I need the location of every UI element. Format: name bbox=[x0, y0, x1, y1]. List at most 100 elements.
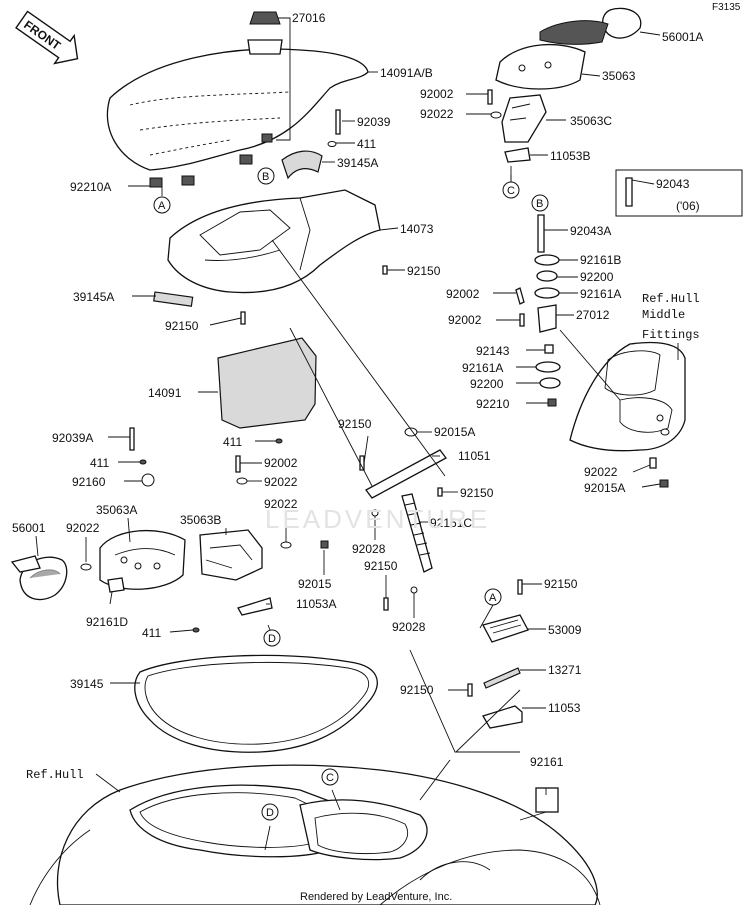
bolt-92002-r3 bbox=[519, 313, 525, 327]
label-92150-r2: 92150 bbox=[400, 683, 434, 697]
callout-c-2: C bbox=[321, 768, 339, 786]
label-56001: 56001 bbox=[12, 521, 46, 535]
bolt-92043 bbox=[625, 177, 633, 207]
label-92161b: 92161B bbox=[580, 253, 621, 267]
callout-d-1: D bbox=[263, 629, 281, 647]
collar-92143 bbox=[544, 344, 554, 354]
clip-92210a bbox=[149, 177, 163, 188]
svg-text:D: D bbox=[268, 633, 276, 645]
nut-92015 bbox=[320, 540, 329, 549]
label-92200-1: 92200 bbox=[580, 270, 614, 284]
label-92160: 92160 bbox=[72, 475, 106, 489]
bracket-35063c bbox=[501, 94, 547, 143]
label-92022-l: 92022 bbox=[66, 521, 100, 535]
washer-92200-1 bbox=[536, 270, 558, 282]
label-06: ('06) bbox=[676, 199, 700, 213]
label-92015a-c: 92015A bbox=[434, 425, 475, 439]
label-92200-2: 92200 bbox=[470, 377, 504, 391]
label-92015a-r: 92015A bbox=[584, 481, 625, 495]
label-39145a-top: 39145A bbox=[337, 156, 378, 170]
bolt-92039 bbox=[335, 109, 341, 135]
bolt-92002-c bbox=[235, 455, 241, 473]
handle-53009 bbox=[482, 614, 529, 643]
bolt-92150-r bbox=[517, 579, 523, 595]
bolt-92150-1 bbox=[382, 265, 388, 275]
label-411-b: 411 bbox=[223, 435, 242, 449]
cap-27016 bbox=[247, 11, 283, 55]
label-92002-r1: 92002 bbox=[420, 87, 454, 101]
watermark: LEADVENTURE bbox=[265, 504, 490, 534]
label-11053: 11053 bbox=[548, 701, 581, 715]
seal-39145a-left bbox=[153, 291, 194, 307]
damper-92161c bbox=[401, 493, 433, 573]
label-35063: 35063 bbox=[602, 69, 636, 83]
callout-d-2: D bbox=[261, 803, 279, 821]
label-35063b: 35063B bbox=[180, 513, 221, 527]
figure-code: F3135 bbox=[712, 2, 741, 13]
washer-92200-2 bbox=[539, 377, 561, 389]
label-92161: 92161 bbox=[530, 755, 564, 769]
hull-middle-fittings bbox=[569, 341, 686, 452]
bracket-11053 bbox=[482, 705, 523, 729]
label-411-c: 411 bbox=[90, 456, 109, 470]
svg-text:A: A bbox=[489, 592, 497, 604]
svg-text:D: D bbox=[266, 807, 274, 819]
label-27012: 27012 bbox=[576, 308, 610, 322]
washer-92161b bbox=[534, 254, 560, 266]
label-92150-c2: 92150 bbox=[460, 486, 494, 500]
ref-hull-middle-2: Middle bbox=[642, 308, 685, 322]
bolt-92043a bbox=[537, 214, 545, 253]
label-92022-r: 92022 bbox=[420, 107, 454, 121]
bolt-92002-r2 bbox=[515, 287, 525, 305]
panel-14091 bbox=[217, 337, 317, 429]
washer-92022-c2 bbox=[280, 541, 292, 549]
label-92043: 92043 bbox=[656, 177, 690, 191]
label-92022-c1: 92022 bbox=[264, 475, 298, 489]
spacer-92161d bbox=[107, 577, 125, 593]
label-11051: 11051 bbox=[458, 449, 491, 463]
label-92043a: 92043A bbox=[570, 224, 611, 238]
svg-text:B: B bbox=[262, 171, 269, 183]
washer-411-d bbox=[192, 627, 200, 633]
mirror-56001a bbox=[539, 7, 642, 45]
footer-credit: Rendered by LeadVenture, Inc. bbox=[300, 891, 452, 903]
label-92150-c3: 92150 bbox=[364, 559, 398, 573]
bracket-35063b bbox=[199, 529, 263, 581]
label-92161 bbox=[535, 787, 559, 813]
washer-411 bbox=[327, 141, 337, 147]
label-92028-2: 92028 bbox=[392, 620, 426, 634]
washer-411-b bbox=[275, 438, 283, 444]
label-92039a: 92039A bbox=[52, 431, 93, 445]
bolt-92002-r1 bbox=[487, 89, 493, 105]
leader-lines bbox=[35, 17, 679, 851]
mirror-56001 bbox=[10, 555, 68, 601]
label-92150-c: 92150 bbox=[338, 417, 372, 431]
collar-92028-2 bbox=[410, 586, 418, 594]
mirror-base-35063 bbox=[495, 43, 586, 90]
label-14091ab: 14091A/B bbox=[380, 66, 433, 80]
front-arrow-icon: FRONT bbox=[15, 10, 79, 65]
svg-text:B: B bbox=[536, 198, 543, 210]
label-92161d: 92161D bbox=[86, 615, 128, 629]
label-411-d: 411 bbox=[142, 626, 161, 640]
bolt-92150-c3 bbox=[383, 597, 389, 611]
label-92143: 92143 bbox=[476, 344, 510, 358]
label-35063c: 35063C bbox=[570, 114, 612, 128]
label-92161a-1: 92161A bbox=[580, 287, 621, 301]
ref-hull-middle-3: Fittings bbox=[642, 328, 700, 342]
callout-c-1: C bbox=[502, 181, 520, 199]
label-27016: 27016 bbox=[292, 11, 326, 25]
bolt-92150-c bbox=[359, 455, 365, 471]
callout-b-2: B bbox=[531, 194, 549, 212]
ref-hull-middle-1: Ref.Hull bbox=[642, 292, 700, 306]
label-92150-1: 92150 bbox=[407, 264, 441, 278]
seal-39145a bbox=[281, 150, 323, 180]
washer-92161a-1 bbox=[534, 287, 560, 299]
label-92039: 92039 bbox=[357, 115, 391, 129]
seat-base-14073 bbox=[167, 189, 381, 294]
plate-11053a bbox=[237, 597, 273, 616]
label-92002-r3: 92002 bbox=[448, 313, 482, 327]
label-53009: 53009 bbox=[548, 623, 582, 637]
washer-92161a-2 bbox=[535, 361, 561, 373]
